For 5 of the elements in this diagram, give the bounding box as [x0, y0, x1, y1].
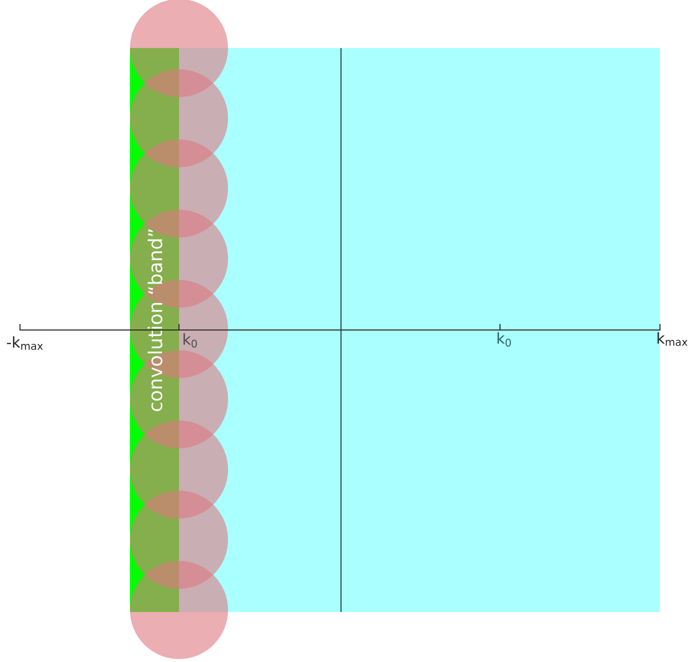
- axis-label: -k$_{max}$: [6, 336, 43, 350]
- axis-label: k$_{0}$: [184, 333, 197, 348]
- axis-label: k$_{max}$: [658, 332, 688, 346]
- band-label: convolution “band”: [148, 230, 162, 412]
- axis-label: k$_{0}$: [498, 332, 511, 347]
